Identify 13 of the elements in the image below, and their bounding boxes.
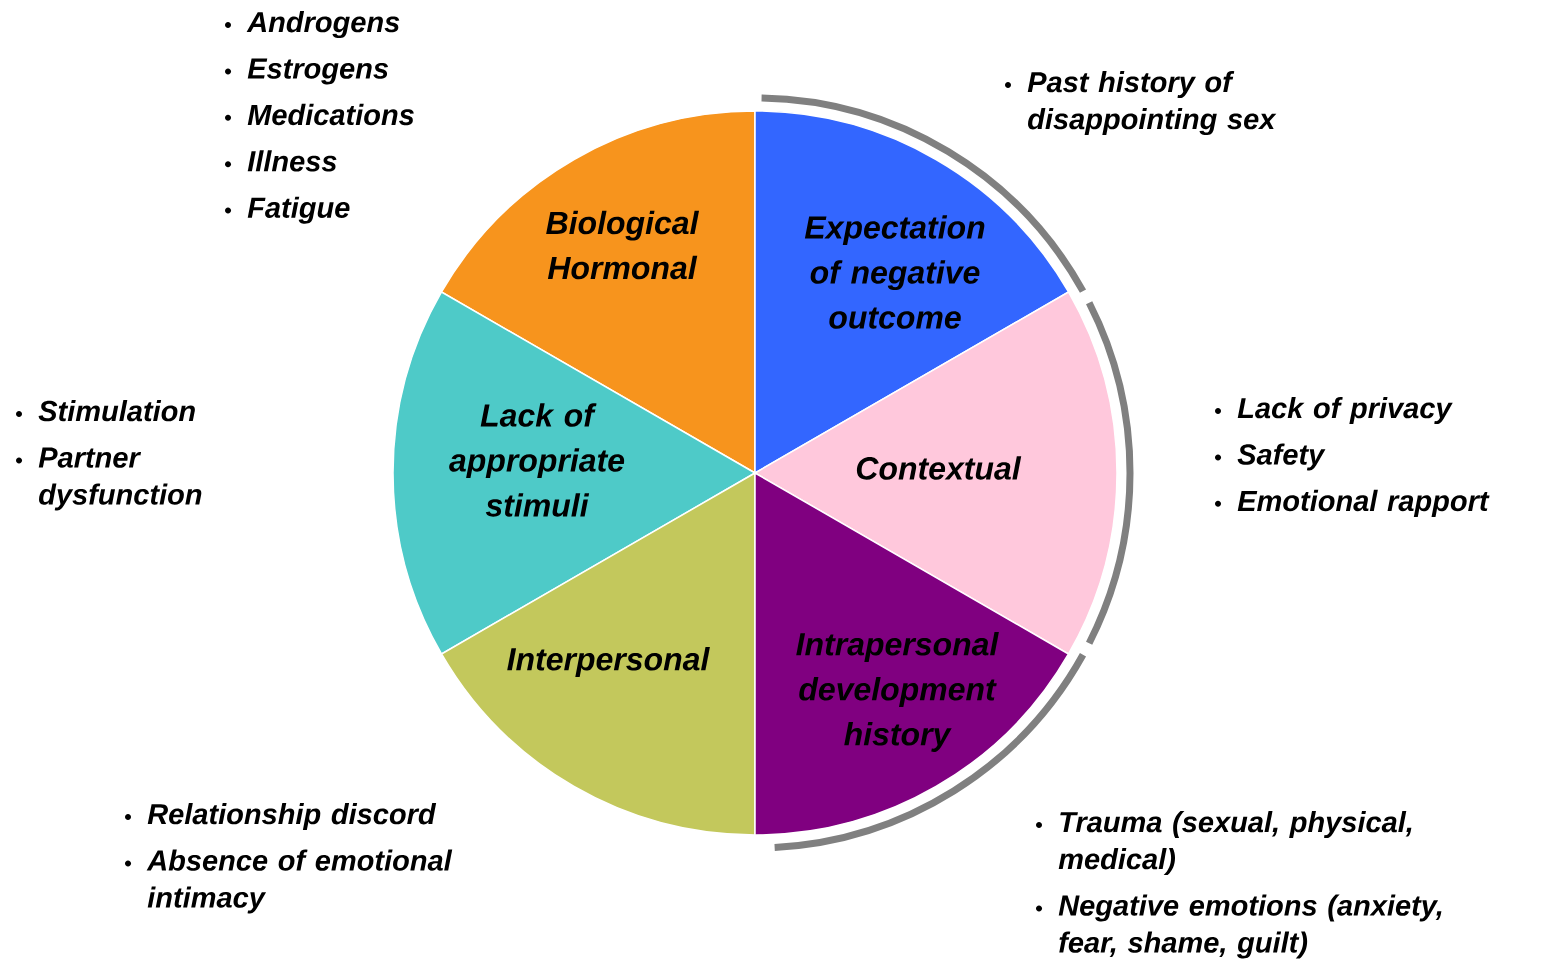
bullet-item: Lack of privacy [1215, 397, 1453, 425]
bullet-item: Safety [1215, 443, 1326, 471]
bullet-item: Estrogens [225, 58, 389, 85]
bullet-item: Absence of emotional intimacy [125, 849, 453, 914]
bullet-item: Emotional rapport [1215, 489, 1490, 517]
bullet-item: Illness [225, 150, 337, 172]
bullet-item: Relationship discord [125, 803, 437, 831]
bullet-item: Fatigue [225, 196, 350, 224]
bullet-item: Stimulation [16, 400, 195, 422]
bullet-item: Negative emotions (anxiety, fear, shame, guilt) [1036, 894, 1442, 959]
bullet-item: Medications [225, 103, 414, 126]
bullet-item: Androgens [225, 11, 400, 39]
bullet-item: Partner dysfunction [16, 447, 202, 511]
